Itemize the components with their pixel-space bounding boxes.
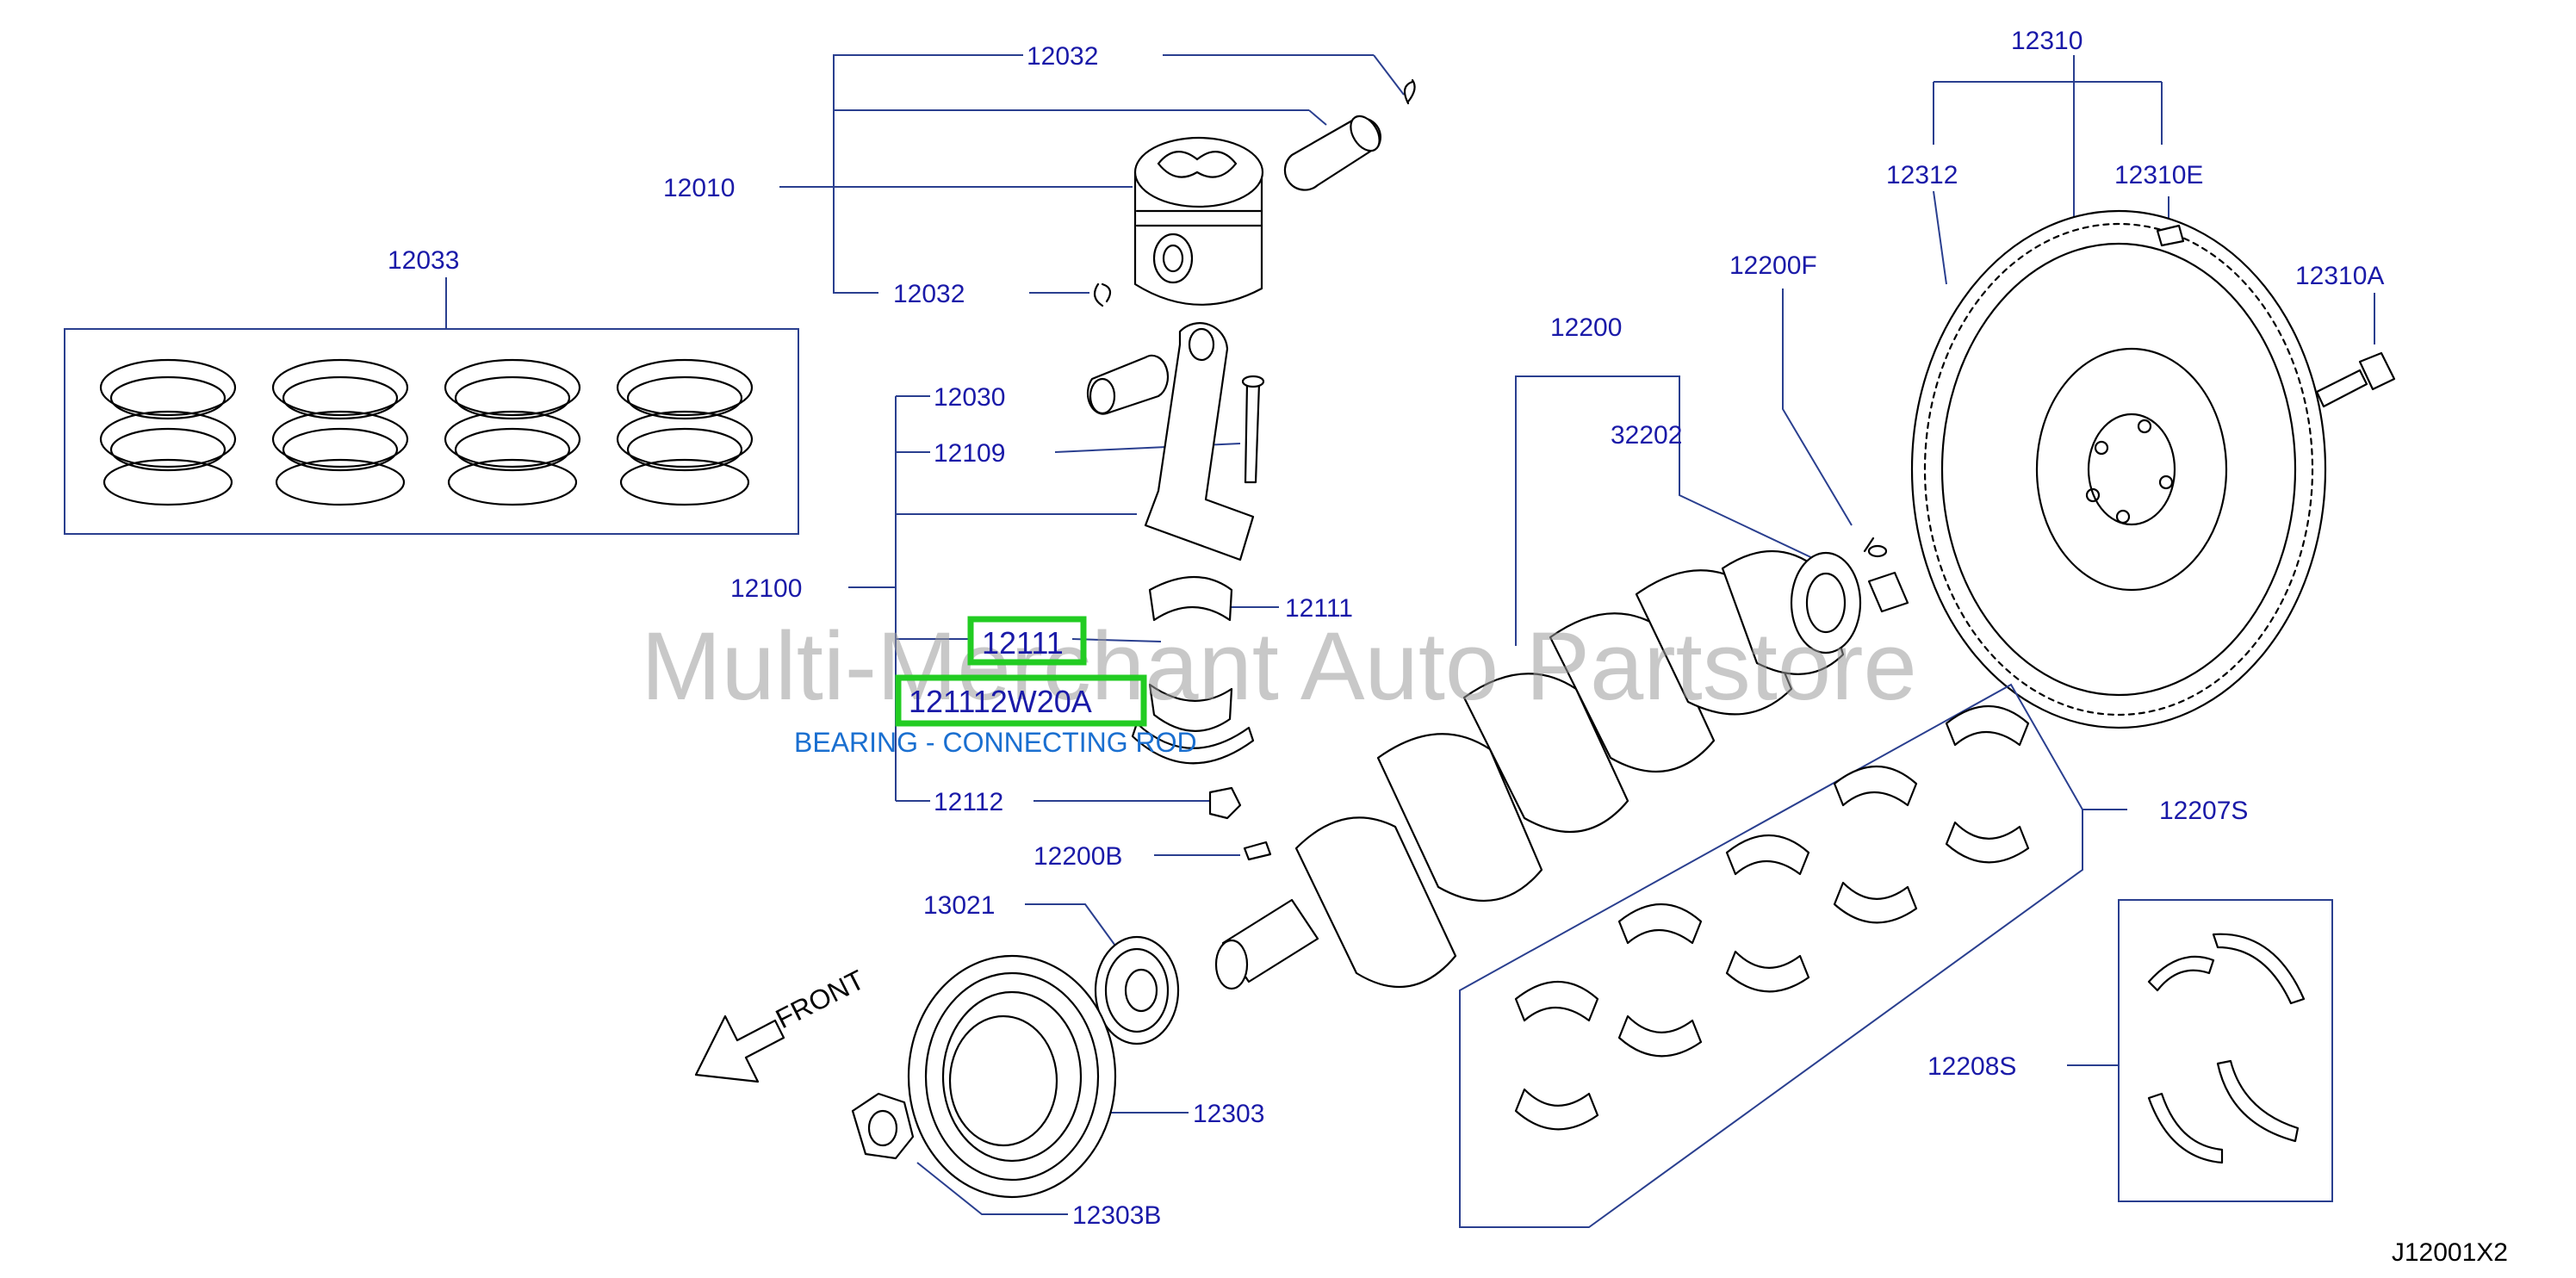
front-label: FRONT xyxy=(771,964,870,1034)
thrust-washer-set xyxy=(2118,899,2333,1202)
callout-32202[interactable]: 32202 xyxy=(1611,421,1682,450)
callout-13021[interactable]: 13021 xyxy=(923,891,995,920)
callout-12030[interactable]: 12030 xyxy=(934,383,1005,412)
highlight-part-number[interactable]: 121112W20A xyxy=(909,684,1092,719)
callout-12208s[interactable]: 12208S xyxy=(1927,1052,2016,1081)
callout-12112[interactable]: 12112 xyxy=(934,788,1003,816)
callout-12303[interactable]: 12303 xyxy=(1193,1100,1264,1128)
callout-12200b[interactable]: 12200B xyxy=(1034,842,1122,871)
connecting-rod xyxy=(1086,322,1265,820)
callout-12312[interactable]: 12312 xyxy=(1886,161,1958,189)
callout-12111[interactable]: 12111 xyxy=(1285,594,1353,623)
front-indicator: FRONT xyxy=(694,964,870,1083)
callout-labels: 12032 12010 12032 12033 12030 12109 1210… xyxy=(388,27,2384,1230)
highlight-part-12111[interactable]: 12111 xyxy=(982,625,1064,661)
callout-12032-bottom[interactable]: 12032 xyxy=(893,280,965,308)
crankshaft xyxy=(1214,537,1909,990)
callout-12100[interactable]: 12100 xyxy=(730,574,802,603)
callout-12303b[interactable]: 12303B xyxy=(1072,1201,1161,1230)
callout-12200[interactable]: 12200 xyxy=(1550,313,1622,342)
watermark: Multi-Merchant Auto Partstore xyxy=(641,612,1916,720)
callout-12109[interactable]: 12109 xyxy=(934,439,1005,468)
callout-12200f[interactable]: 12200F xyxy=(1729,251,1817,280)
callout-12310a[interactable]: 12310A xyxy=(2295,262,2384,290)
crank-sprocket xyxy=(1094,935,1180,1045)
leader-lines xyxy=(445,54,2375,1215)
piston-assembly xyxy=(1093,78,1416,307)
callout-12033[interactable]: 12033 xyxy=(388,246,459,275)
callout-12010[interactable]: 12010 xyxy=(663,174,735,202)
callout-12310e[interactable]: 12310E xyxy=(2114,161,2203,189)
crank-pulley xyxy=(851,954,1117,1199)
piston-ring-set xyxy=(64,328,799,535)
part-description: BEARING - CONNECTING ROD xyxy=(794,727,1197,758)
callout-12032-top[interactable]: 12032 xyxy=(1027,42,1098,71)
highlighted-part: 12111 121112W20A BEARING - CONNECTING RO… xyxy=(794,616,1197,758)
flywheel xyxy=(1910,209,2396,729)
main-bearing-set xyxy=(1459,683,2083,1228)
callout-12310[interactable]: 12310 xyxy=(2011,27,2083,55)
diagram-reference: J12001X2 xyxy=(2392,1238,2508,1267)
callout-12207s[interactable]: 12207S xyxy=(2159,797,2248,825)
